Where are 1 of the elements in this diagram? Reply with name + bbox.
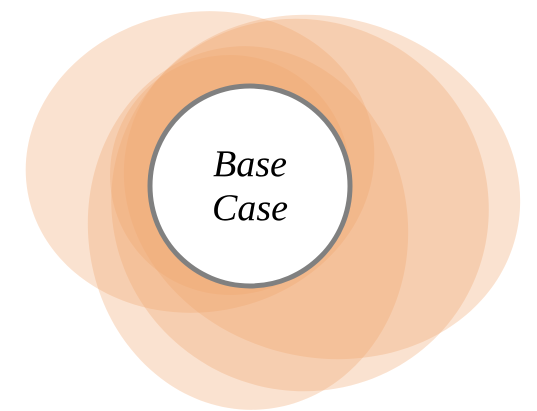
circle-node: Base Case [148,84,352,288]
